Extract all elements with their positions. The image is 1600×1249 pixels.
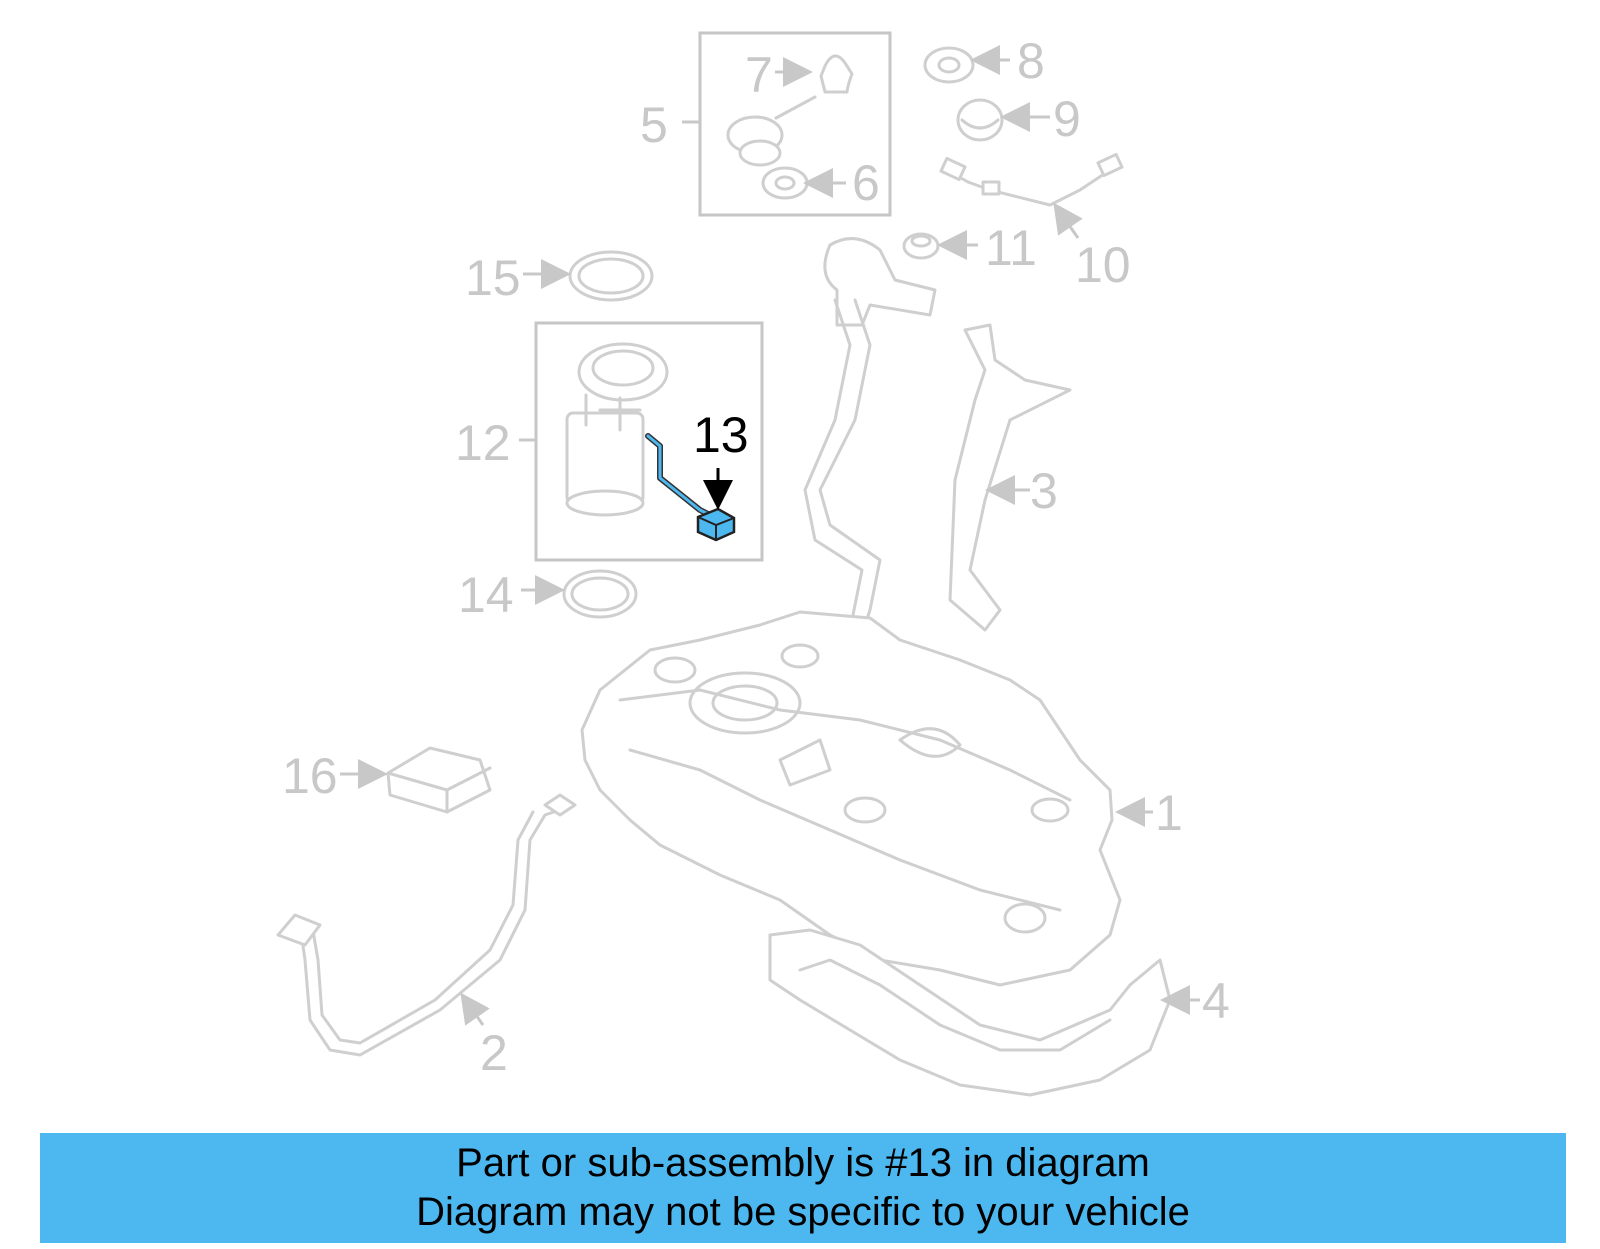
part-5-cap-drawing <box>726 95 817 167</box>
part-15-lock-ring-drawing <box>568 250 654 302</box>
part-8-ring-drawing <box>923 46 975 84</box>
callout-12: 12 <box>455 415 511 471</box>
part-16-module-drawing <box>386 746 492 814</box>
part-11-bushing-drawing <box>902 232 940 260</box>
banner-line-part: Part or sub-assembly is #13 in diagram <box>456 1141 1150 1185</box>
callout-13: 13 <box>693 407 749 463</box>
callout-1: 1 <box>1155 785 1183 841</box>
part-9-grommet-drawing <box>956 98 1004 142</box>
callout-6: 6 <box>852 155 880 211</box>
part-7-clip-drawing <box>819 54 854 94</box>
callout-11: 11 <box>985 220 1037 276</box>
part-3-shield-drawing <box>948 323 1072 632</box>
part-10-harness-drawing <box>939 152 1124 207</box>
callout-7: 7 <box>745 47 773 103</box>
callout-15: 15 <box>465 250 521 306</box>
part-2-strap-drawing <box>276 793 577 1057</box>
part-12-pump-module-drawing <box>565 342 669 517</box>
parts-diagram: 1 2 3 4 5 6 7 8 9 10 11 12 13 14 15 16 <box>276 31 1230 1097</box>
part-14-seal-drawing <box>562 569 638 619</box>
info-banner: Part or sub-assembly is #13 in diagram D… <box>40 1133 1566 1243</box>
banner-line-disclaimer: Diagram may not be specific to your vehi… <box>416 1190 1190 1234</box>
callout-8: 8 <box>1017 33 1045 89</box>
callout-2: 2 <box>480 1025 508 1081</box>
callout-10: 10 <box>1075 237 1131 293</box>
callout-14: 14 <box>458 567 514 623</box>
callout-4: 4 <box>1202 973 1230 1029</box>
callout-9: 9 <box>1053 91 1081 147</box>
part-6-seal-drawing <box>761 166 809 200</box>
part-1-fuel-tank-drawing <box>580 610 1122 987</box>
callout-16: 16 <box>282 748 338 804</box>
callout-3: 3 <box>1030 463 1058 519</box>
part-13-pump-harness-highlight <box>645 433 736 542</box>
callout-5: 5 <box>640 97 668 153</box>
box-5-subassembly <box>698 31 892 217</box>
